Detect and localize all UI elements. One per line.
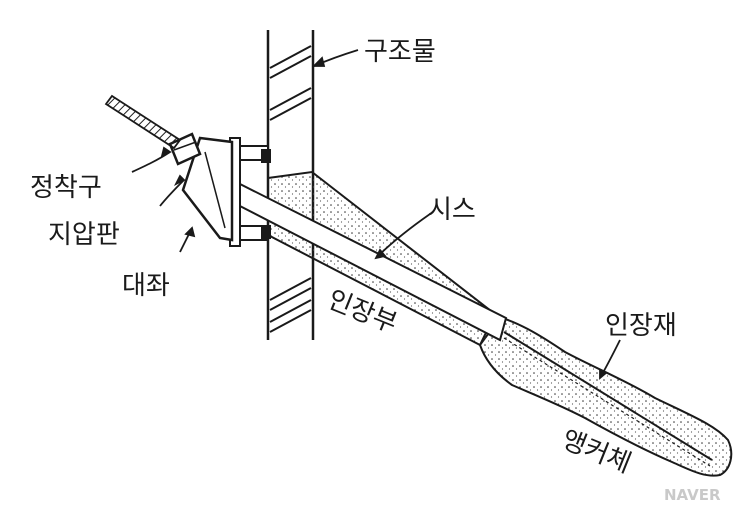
tendon-line <box>503 331 713 467</box>
wall-hatching <box>269 45 312 333</box>
wire-rope <box>104 94 182 150</box>
base-seat <box>181 136 234 242</box>
bearing-bracket <box>229 137 271 247</box>
label-tendon: 인장재 <box>605 311 677 341</box>
label-sheath: 시스 <box>428 195 476 225</box>
watermark: NAVER <box>664 486 721 504</box>
label-base-seat: 대좌 <box>122 271 170 301</box>
label-structure: 구조물 <box>364 37 436 67</box>
leader-bearing-plate <box>159 179 185 207</box>
label-bearing-plate: 지압판 <box>48 220 120 250</box>
leader-lines <box>131 49 621 380</box>
label-anchor-head: 정착구 <box>30 173 102 203</box>
